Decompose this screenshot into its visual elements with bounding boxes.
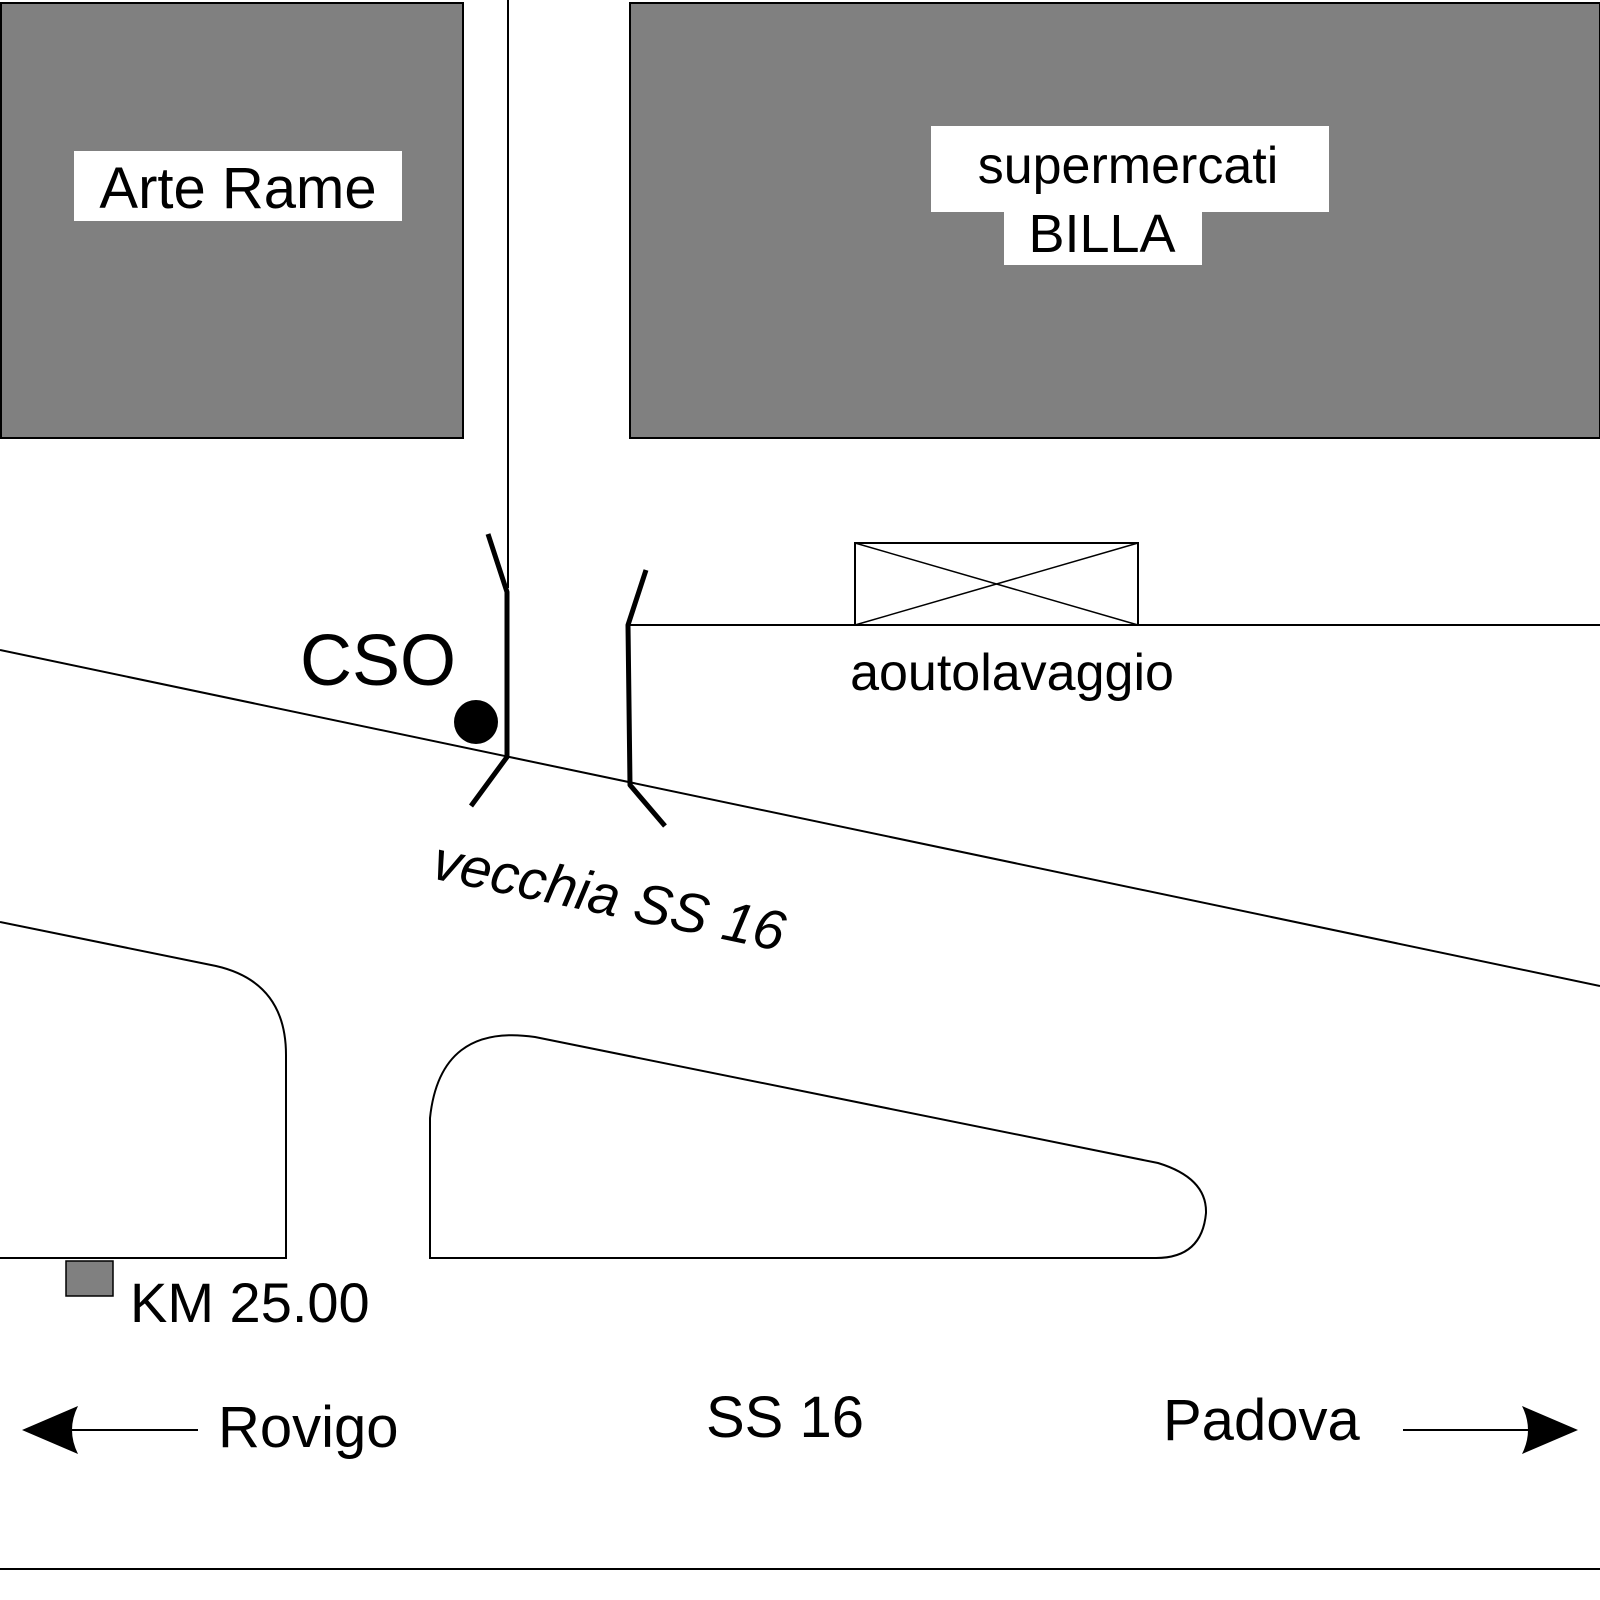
main-road-label: SS 16 <box>706 1385 864 1450</box>
arrow-right-icon <box>1403 1406 1578 1454</box>
car-wash-label: aoutolavaggio <box>850 644 1174 702</box>
entrance-marker-left <box>468 533 510 808</box>
billa-label-bg-1 <box>931 126 1329 212</box>
old-road-edge <box>0 649 1600 987</box>
left-junction-block <box>0 921 287 1259</box>
entrance-marker-right <box>625 569 667 828</box>
arrow-left-icon <box>22 1406 198 1454</box>
traffic-island <box>429 1034 1208 1259</box>
cso-label: CSO <box>300 621 456 701</box>
padova-label: Padova <box>1163 1388 1360 1453</box>
car-wash-icon <box>854 542 1139 626</box>
billa-label-line2: BILLA <box>1028 204 1175 264</box>
billa-label-bg-2 <box>1004 205 1202 265</box>
km-marker-label: KM 25.00 <box>130 1271 370 1334</box>
arte-rame-label-bg <box>74 151 402 221</box>
km-marker-icon <box>65 1260 114 1297</box>
cso-location-icon <box>454 700 498 744</box>
billa-label-line1: supermercati <box>978 137 1279 195</box>
arte-rame-label: Arte Rame <box>99 156 376 221</box>
rovigo-label: Rovigo <box>218 1395 399 1460</box>
old-road-label: vecchia SS 16 <box>428 828 792 963</box>
